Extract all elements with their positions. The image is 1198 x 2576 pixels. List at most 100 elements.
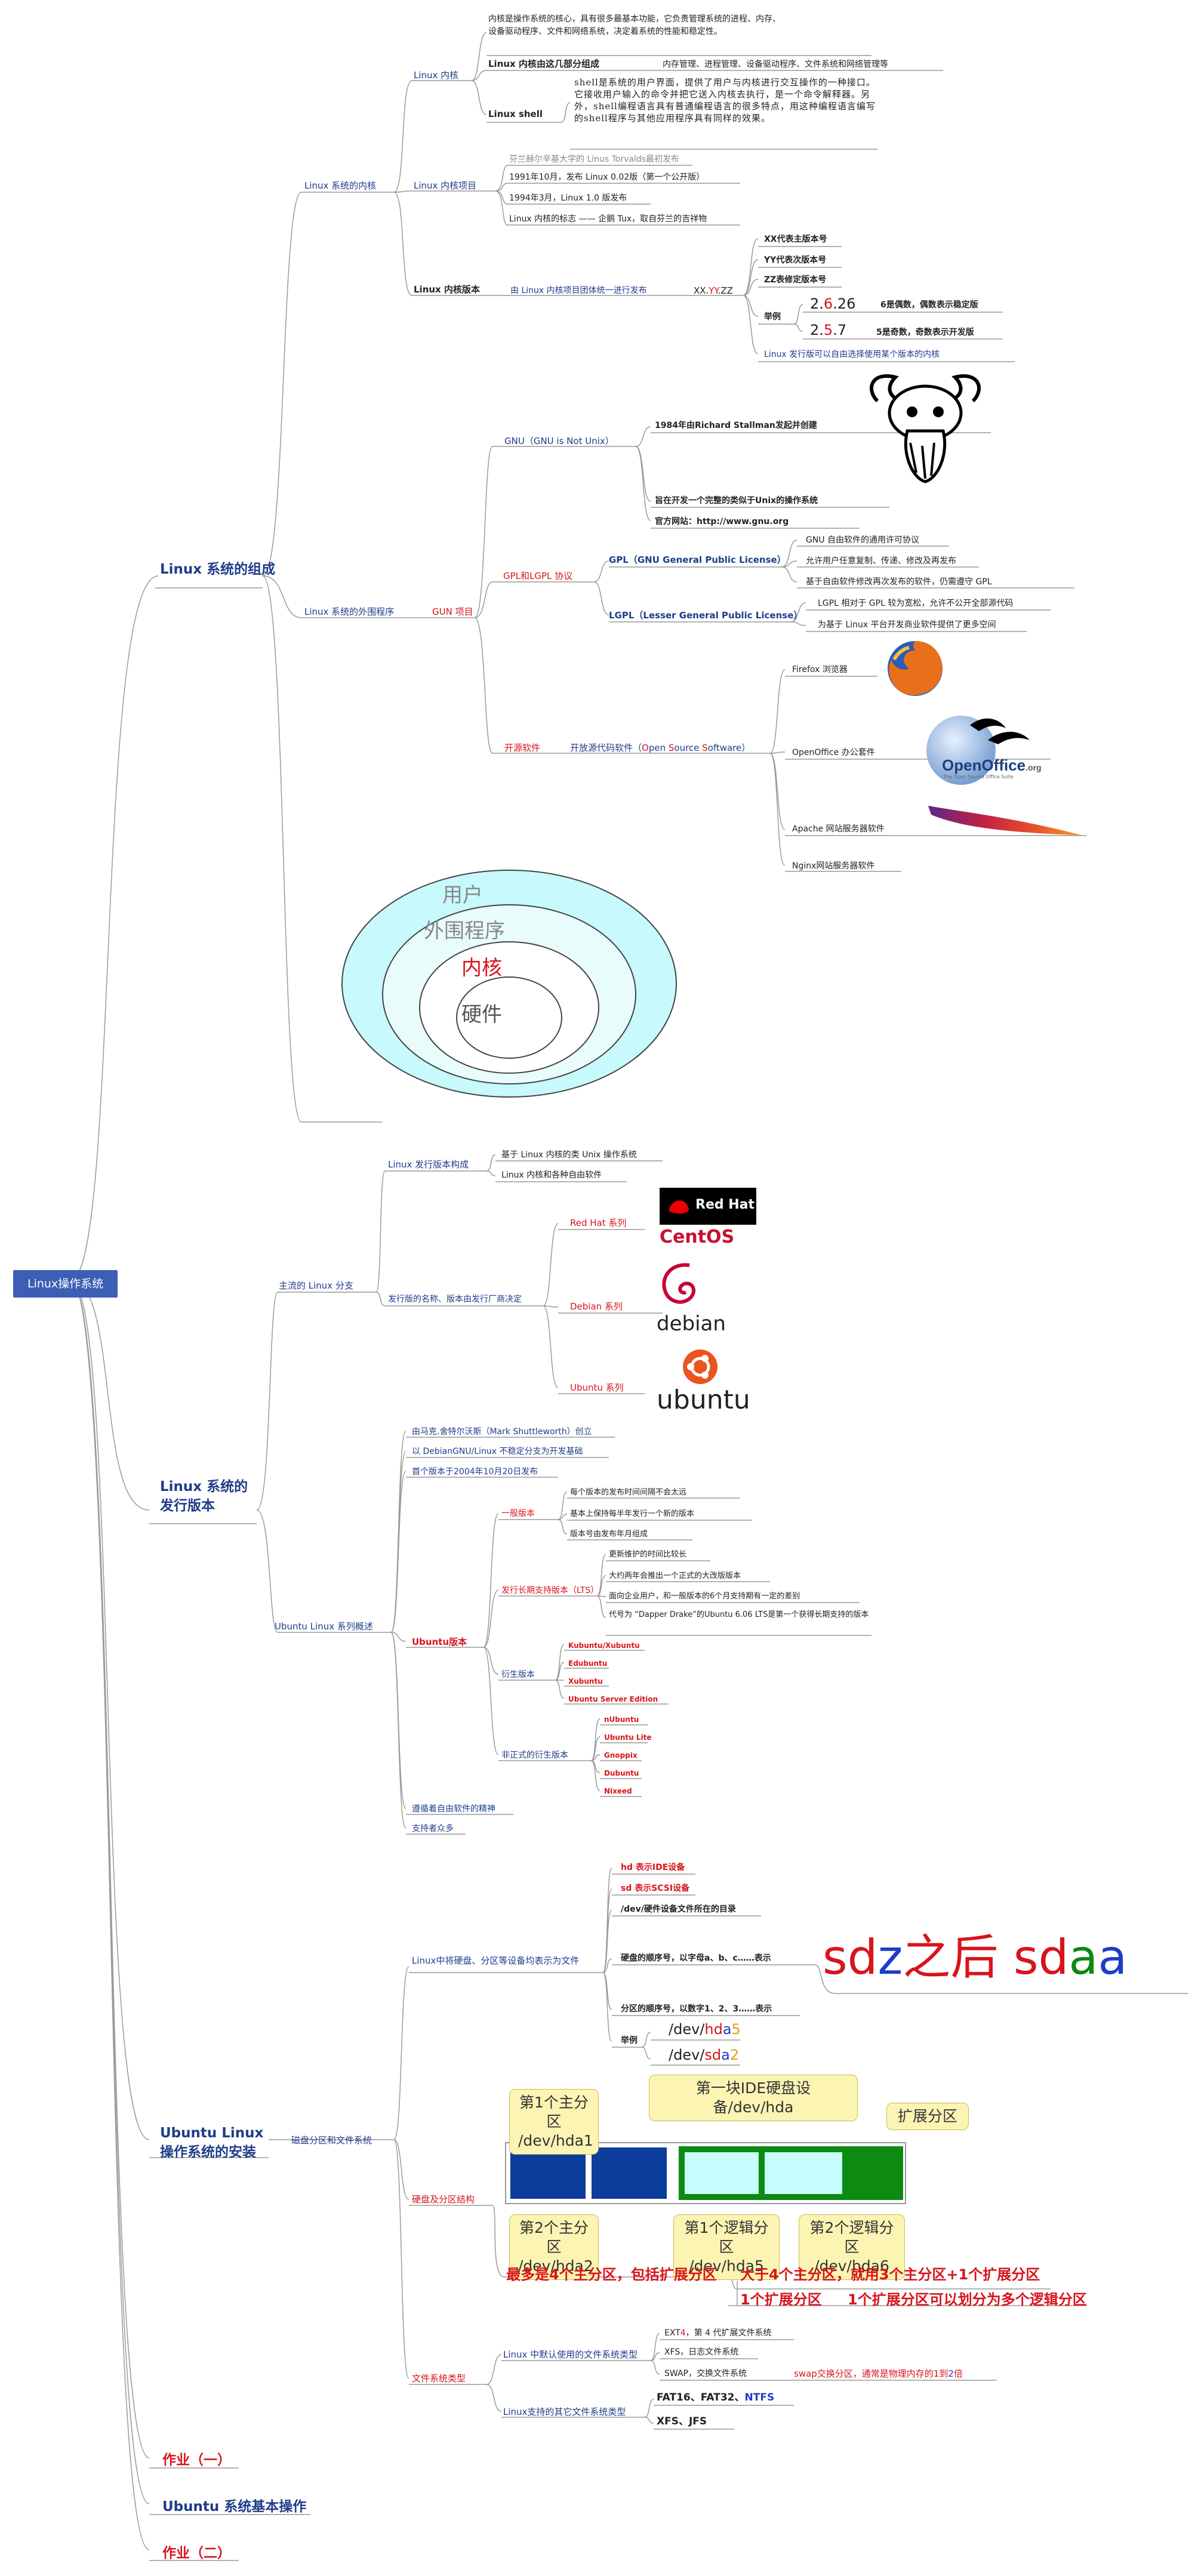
version-item-major: XX代表主版本号 [764,235,827,244]
version-item-minor: YY代表次版本号 [764,255,827,265]
kernel-project-label[interactable]: Linux 内核项目 [414,180,477,191]
unofficial-label[interactable]: 非正式的衍生版本 [501,1751,568,1760]
version-note: Linux 发行版可以自由选择使用某个版本的内核 [764,350,940,359]
distro-comp-item-1: 基于 Linux 内核的类 Unix 操作系统 [501,1150,637,1160]
example-desc-2: 5是奇数，奇数表示开发版 [876,328,974,337]
apache-feather-icon [925,800,1086,848]
branch-install[interactable]: Ubuntu Linux 操作系统的安装 [160,2125,264,2160]
kernel-label[interactable]: Linux 系统的内核 [304,180,377,191]
general-item-3: 版本号由发布年月组成 [570,1530,648,1539]
lts-item-3: 面向企业用户，和一般版本的6个月支持期有一定的差别 [609,1592,800,1601]
callout-disk: 第一块IDE硬盘设备/dev/hda [649,2075,858,2121]
gnu-project-label[interactable]: GUN 项目 [432,606,473,617]
gnu-site[interactable]: 官方网站：http://www.gnu.org [655,517,789,526]
ring-peripheral: 外围程序 [424,919,505,943]
gnu-head-logo [860,365,991,485]
gnu-label[interactable]: GNU（GNU is Not Unix） [504,436,614,446]
oss-firefox[interactable]: Firefox 浏览器 [792,665,848,674]
rings-diagram [341,870,677,1098]
debian-swirl-icon [654,1256,713,1316]
kernel-parts-label: Linux 内核由这几部分组成 [488,58,599,69]
callout-logical-2: 第2个逻辑分区 /dev/hda6 [799,2214,905,2280]
lgpl-label[interactable]: LGPL（Lesser General Public License） [609,610,803,621]
general-item-1: 每个版本的发布时间间隔不会太远 [570,1488,687,1497]
gt4-partitions: 大于4个主分区，就用3个主分区+1个扩展分区 [740,2266,1040,2283]
kernel-parts-desc: 内存管理、进程管理、设备驱动程序、文件系统和网络管理等 [663,60,888,69]
fs-types-label[interactable]: 文件系统类型 [412,2373,466,2384]
shell-description: shell是系统的用户界面，提供了用户与内核进行交互操作的一种接口。它接收用户输… [574,77,876,124]
openoffice-logo-sub: The Open Source Office Suite [943,774,1014,779]
branch-homework-1[interactable]: 作业（一） [162,2452,231,2468]
distro-composition-label[interactable]: Linux 发行版本构成 [388,1159,469,1170]
peripheral-label[interactable]: Linux 系统的外围程序 [304,606,395,617]
sdz-note: sdz之后 sdaa [823,1930,1128,1985]
unofficial-item-1: nUbuntu [604,1715,639,1724]
gpl-item-1: GNU 自由软件的通用许可协议 [806,535,920,545]
one-extended: 1个扩展分区 [740,2291,822,2308]
kernel-version-label[interactable]: Linux 内核版本 [414,284,480,295]
oss-label[interactable]: 开源软件 [504,742,541,753]
derived-label[interactable]: 衍生版本 [501,1670,535,1680]
other-fs-label[interactable]: Linux支持的其它文件系统类型 [503,2406,626,2417]
branch-homework-2[interactable]: 作业（二） [162,2546,231,2561]
partition-fs-label[interactable]: 磁盘分区和文件系统 [291,2135,372,2146]
eg-hda5: /dev/hda5 [669,2021,741,2038]
swap-desc: SWAP，交换文件系统 [664,2369,747,2378]
example-version-1: 2.6.26 [810,295,856,312]
example-desc-1: 6是偶数，偶数表示稳定版 [880,300,978,310]
linux-kernel-label[interactable]: Linux 内核 [414,70,459,81]
branch-distros[interactable]: Linux 系统的发行版本 [160,1479,248,1514]
kernel-version-desc: 由 Linux 内核项目团体统一进行发布 [510,286,647,295]
branch-composition[interactable]: Linux 系统的组成 [160,562,276,577]
gnu-1984: 1984年由Richard Stallman发起并创建 [655,421,817,430]
debian-logo-text: debian [657,1312,726,1336]
general-version-label[interactable]: 一般版本 [501,1509,535,1518]
oss-openoffice[interactable]: OpenOffice 办公套件 [792,748,875,757]
oss-apache[interactable]: Apache 网站服务器软件 [792,824,885,834]
spirit-label: 遵循着自由软件的精神 [412,1804,495,1814]
device-naming-label[interactable]: Linux中将硬盘、分区等设备均表示为文件 [412,1955,580,1966]
lts-item-1: 更新维护的时间比较长 [609,1550,687,1559]
distro-names-label[interactable]: 发行版的名称、版本由发行厂商决定 [388,1295,522,1304]
firefox-logo-icon [882,636,948,701]
redhat-series[interactable]: Red Hat 系列 [570,1218,627,1228]
unofficial-item-4: Dubuntu [604,1769,639,1777]
unofficial-item-2: Ubuntu Lite [604,1733,652,1742]
supporters-label: 支持者众多 [412,1824,454,1834]
redhat-logo-icon: Red Hat [660,1188,756,1225]
ubuntu-versions-label[interactable]: Ubuntu版本 [412,1637,467,1647]
derived-item-2: Edubuntu [568,1659,608,1668]
unofficial-item-5: Nixeed [604,1787,632,1795]
root-node[interactable]: Linux操作系统 [13,1270,118,1298]
overview-item-3: 首个版本于2004年10月20日发布 [412,1467,538,1477]
max-4-partitions: 最多是4个主分区，包括扩展分区 [506,2266,717,2283]
general-item-2: 基本上保持每半年发行一个新的版本 [570,1509,695,1518]
mainstream-label[interactable]: 主流的 Linux 分支 [279,1280,353,1291]
ubuntu-series[interactable]: Ubuntu 系列 [570,1382,624,1393]
eg-label: 举例 [621,2036,638,2045]
disk-structure-label[interactable]: 硬盘及分区结构 [412,2194,475,2205]
oss-nginx[interactable]: Nginx网站服务器软件 [792,861,875,871]
unofficial-item-3: Gnoppix [604,1751,638,1760]
lgpl-item-2: 为基于 Linux 平台开发商业软件提供了更多空间 [818,620,996,630]
branch-basic-ops[interactable]: Ubuntu 系统基本操作 [162,2499,307,2515]
gpl-label[interactable]: GPL（GNU General Public License） [609,554,786,565]
debian-series[interactable]: Debian 系列 [570,1301,623,1312]
eg-sda2: /dev/sda2 [669,2047,740,2063]
version-item-patch: ZZ表修定版本号 [764,275,827,285]
derived-item-4: Ubuntu Server Edition [568,1695,658,1703]
lts-item-4: 代号为 “Dapper Drake”的Ubuntu 6.06 LTS是第一个获得… [609,1610,869,1619]
dev-desc: /dev/硬件设备文件所在的目录 [621,1905,736,1914]
linux-fs-label[interactable]: Linux 中默认使用的文件系统类型 [503,2349,638,2360]
gpl-group-label[interactable]: GPL和LGPL 协议 [503,571,573,581]
callout-extended: 扩展分区 [886,2103,969,2130]
lts-version-label[interactable]: 发行长期支持版本（LTS） [501,1586,599,1595]
example-version-2: 2.5.7 [810,322,847,338]
openoffice-logo-icon: OpenOffice.org The Open Source Office Su… [919,707,1045,794]
part-order-desc: 分区的顺序号，以数字1、2、3……表示 [621,2004,772,2014]
overview-item-1: 由马克.舍特尔沃斯（Mark Shuttleworth）创立 [412,1427,592,1437]
derived-item-3: Xubuntu [568,1677,603,1686]
ubuntu-overview-label[interactable]: Ubuntu Linux 系列概述 [275,1621,373,1632]
ubuntu-logo-text: ubuntu [657,1385,750,1415]
